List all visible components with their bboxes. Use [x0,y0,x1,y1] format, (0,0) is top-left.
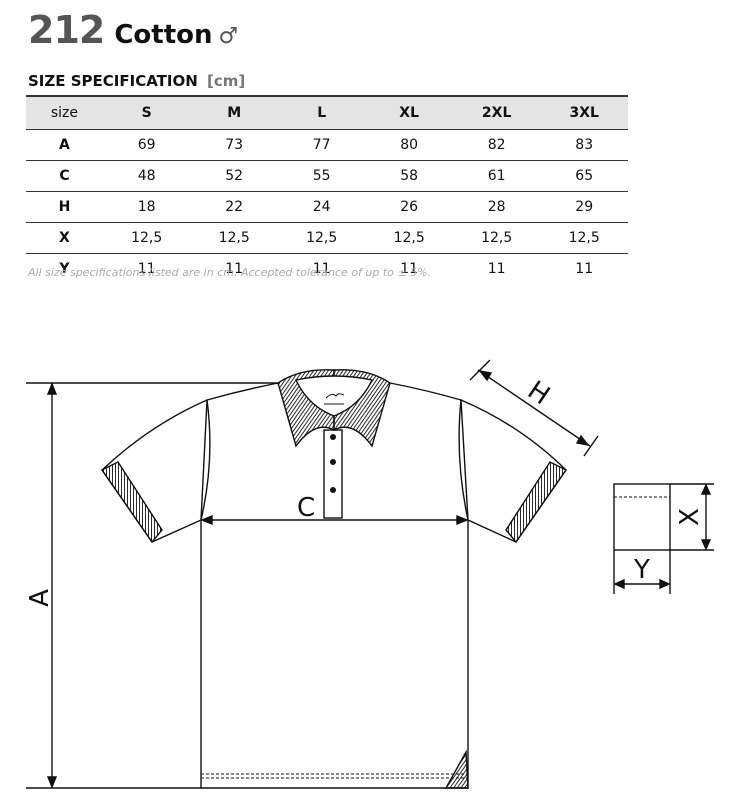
spec-title: SIZE SPECIFICATION [cm] [28,72,245,90]
placket-button [330,487,337,494]
table-cell: 24 [277,191,366,223]
table-cell: 80 [365,129,453,161]
table-row: A 69 73 77 80 82 83 [26,129,628,161]
collar-neck [294,375,374,417]
placket [323,429,343,519]
table-cell: 12,5 [365,222,453,254]
table-cell: 83 [540,129,628,161]
table-cell: 61 [452,160,541,192]
row-label: H [26,191,103,223]
table-cell: 73 [190,129,278,161]
row-label: A [26,129,103,161]
table-cell: 12,5 [277,222,366,254]
column-header: size [26,95,103,130]
table-cell: 18 [102,191,191,223]
table-cell: 11 [575,261,594,277]
label-panel [613,483,671,551]
column-header: XL [365,95,453,130]
product-name: Cotton [114,20,213,50]
table-cell: 28 [452,191,541,223]
shirt-body-outline [200,382,469,789]
column-header: L [277,95,366,130]
table-cell: 58 [365,160,453,192]
table-cell: 69 [102,129,191,161]
tolerance-note: All size specifications listed are in cm… [28,266,432,279]
dimension-label-h: H [522,375,555,411]
table-row: X 12,5 12,5 12,5 12,5 12,5 12,5 [26,222,628,254]
table-cell: 11 [400,261,419,277]
arrow-head [700,539,712,551]
table-cell: 26 [365,191,453,223]
dimension-label-x: X [675,508,705,526]
dimension-line-h [469,359,491,381]
arrow-head [456,514,469,526]
placket-button [330,459,337,466]
table-cell: 12,5 [540,222,628,254]
table-cell: 29 [540,191,628,223]
column-header: S [102,95,191,130]
table-cell: 11 [487,261,506,277]
row-label: Y [59,261,70,277]
male-icon: ♂ [218,24,239,49]
table-cell: 52 [190,160,278,192]
column-header: 2XL [452,95,541,130]
arrow-head [700,483,712,495]
table-cell: 48 [102,160,191,192]
table-cell: 12,5 [452,222,541,254]
table-row: C 48 52 55 58 61 65 [26,160,628,192]
arrow-head [575,434,590,447]
size-table: size S M L XL 2XL 3XL A 69 73 77 80 82 8… [26,95,628,284]
arrow-head [613,578,625,590]
table-cell: 22 [190,191,278,223]
placket-button [330,434,337,441]
arrow-head [46,382,58,395]
table-cell: 12,5 [190,222,278,254]
table-cell: 11 [312,261,331,277]
spec-unit: [cm] [207,72,246,90]
column-header: 3XL [540,95,628,130]
arrow-head [478,369,493,382]
product-header: 212 Cotton ♂ [28,8,238,52]
table-row: Y 11 11 11 11 11 11 [26,254,628,285]
dimension-line-h [583,435,599,457]
arrow-head [659,578,671,590]
dimension-label-a: A [25,589,55,607]
dimension-label-c: C [297,493,315,523]
table-cell: 65 [540,160,628,192]
column-header: M [190,95,278,130]
model-number: 212 [28,8,105,52]
table-cell: 77 [277,129,366,161]
arrow-head [46,776,58,789]
table-header-row: size S M L XL 2XL 3XL [26,95,628,130]
table-cell: 55 [277,160,366,192]
spec-title-text: SIZE SPECIFICATION [28,72,198,90]
row-label: C [26,160,103,192]
table-cell: 11 [225,261,244,277]
right-sleeve-cuff [505,461,568,544]
table-cell: 11 [137,261,156,277]
dimension-label-y: Y [633,555,650,585]
dimension-line-h [477,369,591,447]
arrow-head [200,514,213,526]
left-sleeve-cuff [100,461,163,544]
side-vent [444,749,469,789]
row-label: X [26,222,103,254]
table-row: H 18 22 24 26 28 29 [26,191,628,223]
table-cell: 12,5 [102,222,191,254]
brand-logo [324,393,345,405]
table-cell: 82 [452,129,541,161]
